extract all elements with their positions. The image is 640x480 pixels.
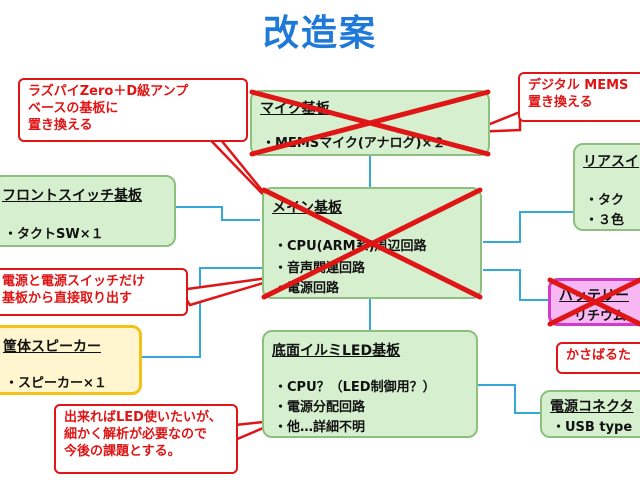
callout-bulky: かさばるた (556, 342, 640, 374)
callout-digital: デジタル MEMS 置き換える (518, 72, 640, 122)
front-switch-board-item: ・タクトSW×１ (4, 227, 104, 242)
main-board-item-1: ・CPU(ARM系)周辺回路 (274, 239, 427, 254)
callout-raspi-line-3: 置き換える (28, 117, 93, 133)
speaker-box: 筐体スピーカー ・スピーカー×１ (0, 325, 142, 395)
battery-title: バッテリー (559, 288, 629, 304)
callout-bulky-line-1: かさばるた (566, 348, 632, 363)
speaker-item: ・スピーカー×１ (5, 376, 107, 391)
rear-switch-board-box: リアスイ ・タク ・３色 (573, 143, 640, 231)
bottom-led-board-item-3: ・他…詳細不明 (274, 420, 366, 435)
bottom-led-board-item-1: ・CPU？（LED制御用？） (274, 380, 436, 395)
bottom-led-board-title: 底面イルミLED基板 (272, 343, 401, 359)
connector-power-bottom (478, 384, 540, 414)
callout-digital-line-1: デジタル MEMS (528, 78, 629, 93)
rear-switch-board-title: リアスイ (583, 154, 639, 170)
battery-item: ・リチウム (561, 309, 627, 324)
callout-raspi: ラズパイZero＋D級アンプ ベースの基板に 置き換える (18, 78, 248, 142)
connector-rear-main (483, 211, 573, 243)
callout-led: 出来ればLED使いたいが、 細かく解析が必要なので 今後の課題とする。 (54, 404, 238, 474)
rear-switch-board-item-2: ・３色 (585, 213, 625, 228)
callout-power-switch-line-2: 基板から直接取り出す (2, 290, 133, 306)
speaker-title: 筐体スピーカー (3, 339, 101, 355)
callout-digital-line-2: 置き換える (528, 94, 593, 110)
main-board-item-2: ・音声関連回路 (274, 261, 366, 276)
page-title: 改造案 (262, 13, 377, 54)
connector-front-main (176, 206, 260, 221)
main-board-title: メイン基板 (272, 200, 342, 216)
front-switch-board-box: フロントスイッチ基板 ・タクトSW×１ (0, 175, 176, 247)
bottom-led-board-item-2: ・電源分配回路 (274, 400, 366, 415)
main-board-box: メイン基板 ・CPU(ARM系)周辺回路 ・音声関連回路 ・電源回路 (262, 187, 482, 299)
power-connector-title: 電源コネクタ (550, 399, 634, 415)
callout-led-line-1: 出来ればLED使いたいが、 (64, 410, 222, 425)
rear-switch-board-item-1: ・タク (585, 193, 625, 208)
bottom-led-board-box: 底面イルミLED基板 ・CPU？（LED制御用？） ・電源分配回路 ・他…詳細不… (262, 330, 478, 438)
connector-battery-main (483, 269, 548, 301)
callout-led-line-2: 細かく解析が必要なので (64, 426, 208, 442)
front-switch-board-title: フロントスイッチ基板 (2, 188, 142, 204)
callout-raspi-line-1: ラズパイZero＋D級アンプ (28, 84, 189, 99)
main-board-item-3: ・電源回路 (274, 281, 340, 296)
power-connector-box: 電源コネクタ ・USB type (540, 390, 640, 438)
power-connector-item: ・USB type (552, 420, 633, 435)
callout-raspi-line-2: ベースの基板に (28, 100, 119, 116)
connector-speaker-bottom (142, 267, 262, 358)
mic-board-item: ・MEMSマイク(アナログ)×２ (262, 136, 446, 151)
callout-power-switch: 電源と電源スイッチだけ 基板から直接取り出す (0, 268, 188, 316)
callout-led-line-3: 今後の課題とする。 (64, 443, 181, 459)
mic-board-box: マイク基板 ・MEMSマイク(アナログ)×２ (250, 90, 490, 156)
battery-box: バッテリー ・リチウム (548, 278, 640, 326)
callout-power-switch-line-1: 電源と電源スイッチだけ (2, 274, 146, 289)
mic-board-title: マイク基板 (260, 101, 330, 117)
